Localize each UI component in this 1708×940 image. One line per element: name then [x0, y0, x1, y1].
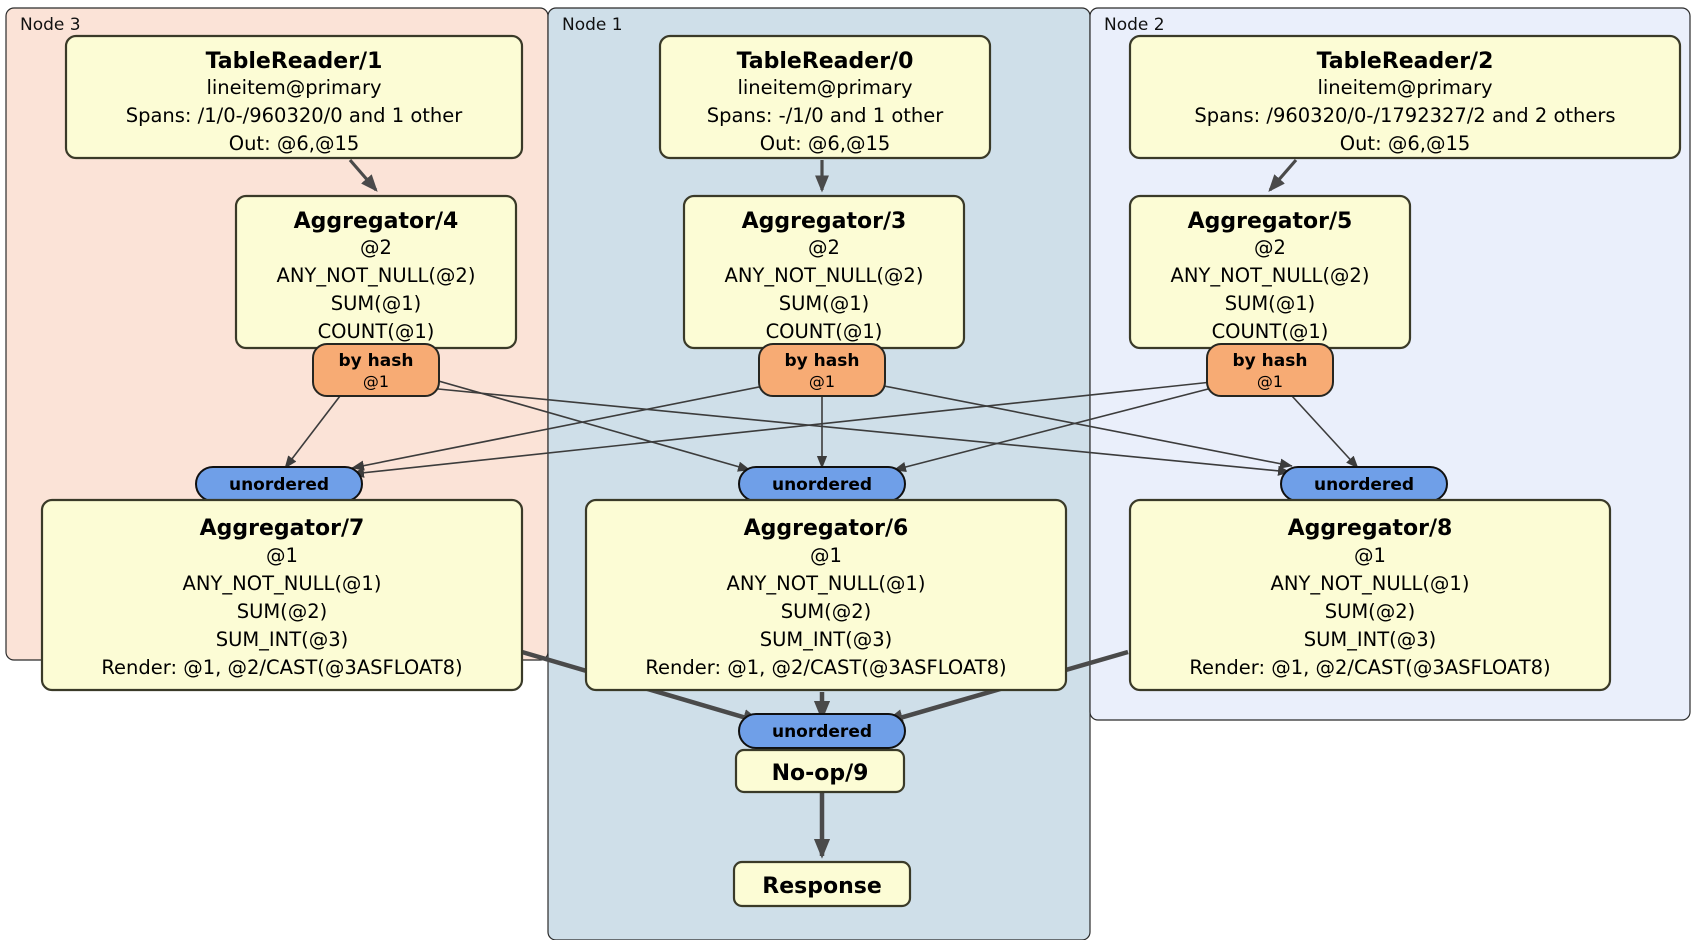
edge-tr1-agg4	[348, 158, 378, 192]
node-noop9[interactable]: No-op/9	[734, 748, 906, 794]
aggregator8-line-4: Render: @1, @2/CAST(@3ASFLOAT8)	[1189, 656, 1550, 679]
node-aggregator8[interactable]: Aggregator/8 @1 ANY_NOT_NULL(@1) SUM(@2)…	[1128, 498, 1612, 692]
aggregator7-line-2: SUM(@2)	[237, 600, 328, 623]
aggregator3-line-3: COUNT(@1)	[766, 320, 883, 343]
aggregator7-line-1: ANY_NOT_NULL(@1)	[183, 572, 382, 595]
panel-label-node1: Node 1	[562, 15, 623, 35]
unordered-center-label: unordered	[772, 475, 872, 495]
aggregator5-title: Aggregator/5	[1188, 209, 1353, 234]
aggregator7-line-3: SUM_INT(@3)	[216, 628, 349, 651]
aggregator7-line-0: @1	[266, 544, 298, 567]
aggregator5-line-3: COUNT(@1)	[1212, 320, 1329, 343]
aggregator4-line-1: ANY_NOT_NULL(@2)	[277, 264, 476, 287]
aggregator3-title: Aggregator/3	[742, 209, 907, 234]
aggregator4-line-0: @2	[360, 236, 392, 259]
aggregator8-line-3: SUM_INT(@3)	[1304, 628, 1437, 651]
router-byhash-left[interactable]: by hash @1	[312, 343, 440, 397]
node-tablereader2[interactable]: TableReader/2 lineitem@primary Spans: /9…	[1128, 34, 1682, 160]
node-aggregator5[interactable]: Aggregator/5 @2 ANY_NOT_NULL(@2) SUM(@1)…	[1128, 194, 1412, 350]
aggregator8-line-0: @1	[1354, 544, 1386, 567]
aggregator7-line-4: Render: @1, @2/CAST(@3ASFLOAT8)	[101, 656, 462, 679]
aggregator6-line-4: Render: @1, @2/CAST(@3ASFLOAT8)	[645, 656, 1006, 679]
aggregator6-title: Aggregator/6	[744, 516, 909, 541]
byhash-right-sub: @1	[1257, 372, 1283, 391]
node-aggregator7[interactable]: Aggregator/7 @1 ANY_NOT_NULL(@1) SUM(@2)…	[40, 498, 524, 692]
aggregator7-title: Aggregator/7	[200, 516, 365, 541]
tablereader1-line-2: Out: @6,@15	[229, 132, 360, 155]
response-title: Response	[762, 874, 882, 899]
aggregator3-line-0: @2	[808, 236, 840, 259]
byhash-right-title: by hash	[1233, 351, 1308, 371]
router-byhash-center[interactable]: by hash @1	[758, 343, 886, 397]
node-response[interactable]: Response	[732, 860, 912, 908]
node-aggregator3[interactable]: Aggregator/3 @2 ANY_NOT_NULL(@2) SUM(@1)…	[682, 194, 966, 350]
edge-hashL-unordL	[284, 395, 341, 469]
node-tablereader1[interactable]: TableReader/1 lineitem@primary Spans: /1…	[64, 34, 524, 160]
edges-shuffle	[284, 377, 1359, 478]
aggregator3-line-2: SUM(@1)	[779, 292, 870, 315]
byhash-center-sub: @1	[809, 372, 835, 391]
edge-hashR-unordC	[893, 387, 1213, 472]
aggregator3-line-1: ANY_NOT_NULL(@2)	[725, 264, 924, 287]
aggregator6-line-1: ANY_NOT_NULL(@1)	[727, 572, 926, 595]
unordered-final-label: unordered	[772, 722, 872, 742]
tablereader0-line-1: Spans: -/1/0 and 1 other	[707, 104, 945, 127]
tablereader0-line-2: Out: @6,@15	[760, 132, 891, 155]
aggregator5-line-1: ANY_NOT_NULL(@2)	[1171, 264, 1370, 287]
aggregator8-title: Aggregator/8	[1288, 516, 1453, 541]
edge-hashC-unordR	[883, 385, 1293, 469]
panel-label-node3: Node 3	[20, 15, 81, 35]
sync-unordered-right[interactable]: unordered	[1280, 466, 1448, 502]
edges-tablereader-to-aggregator	[348, 158, 1298, 193]
unordered-right-label: unordered	[1314, 475, 1414, 495]
aggregator8-line-1: ANY_NOT_NULL(@1)	[1271, 572, 1470, 595]
sync-unordered-final[interactable]: unordered	[738, 713, 906, 749]
aggregator8-line-2: SUM(@2)	[1325, 600, 1416, 623]
tablereader1-line-0: lineitem@primary	[206, 76, 381, 99]
node-tablereader0[interactable]: TableReader/0 lineitem@primary Spans: -/…	[658, 34, 992, 160]
aggregator6-line-3: SUM_INT(@3)	[760, 628, 893, 651]
unordered-left-label: unordered	[229, 475, 329, 495]
byhash-left-title: by hash	[339, 351, 414, 371]
tablereader2-line-1: Spans: /960320/0-/1792327/2 and 2 others	[1194, 104, 1615, 127]
tablereader0-line-0: lineitem@primary	[737, 76, 912, 99]
edge-tr2-agg5	[1268, 158, 1298, 192]
edge-hashC-unordL	[351, 385, 765, 471]
tablereader2-title: TableReader/2	[1317, 49, 1494, 74]
tablereader1-title: TableReader/1	[206, 49, 383, 74]
aggregator6-line-2: SUM(@2)	[781, 600, 872, 623]
router-byhash-right[interactable]: by hash @1	[1206, 343, 1334, 397]
tablereader2-line-2: Out: @6,@15	[1340, 132, 1471, 155]
sync-unordered-left[interactable]: unordered	[195, 466, 363, 502]
noop9-title: No-op/9	[772, 761, 869, 786]
node-aggregator6[interactable]: Aggregator/6 @1 ANY_NOT_NULL(@1) SUM(@2)…	[584, 498, 1068, 692]
aggregator5-line-0: @2	[1254, 236, 1286, 259]
tablereader0-title: TableReader/0	[737, 49, 914, 74]
aggregator6-line-0: @1	[810, 544, 842, 567]
byhash-center-title: by hash	[785, 351, 860, 371]
sync-unordered-center[interactable]: unordered	[738, 466, 906, 502]
edge-hashR-unordR	[1291, 395, 1359, 469]
aggregator5-line-2: SUM(@1)	[1225, 292, 1316, 315]
tablereader2-line-0: lineitem@primary	[1317, 76, 1492, 99]
aggregator4-line-3: COUNT(@1)	[318, 320, 435, 343]
edge-hashL-unordR	[427, 387, 1291, 476]
byhash-left-sub: @1	[363, 372, 389, 391]
aggregator4-line-2: SUM(@1)	[331, 292, 422, 315]
node-aggregator4[interactable]: Aggregator/4 @2 ANY_NOT_NULL(@2) SUM(@1)…	[234, 194, 518, 350]
panel-label-node2: Node 2	[1104, 15, 1165, 35]
tablereader1-line-1: Spans: /1/0-/960320/0 and 1 other	[126, 104, 464, 127]
edge-hashR-unordL	[351, 381, 1213, 478]
aggregator4-title: Aggregator/4	[294, 209, 459, 234]
